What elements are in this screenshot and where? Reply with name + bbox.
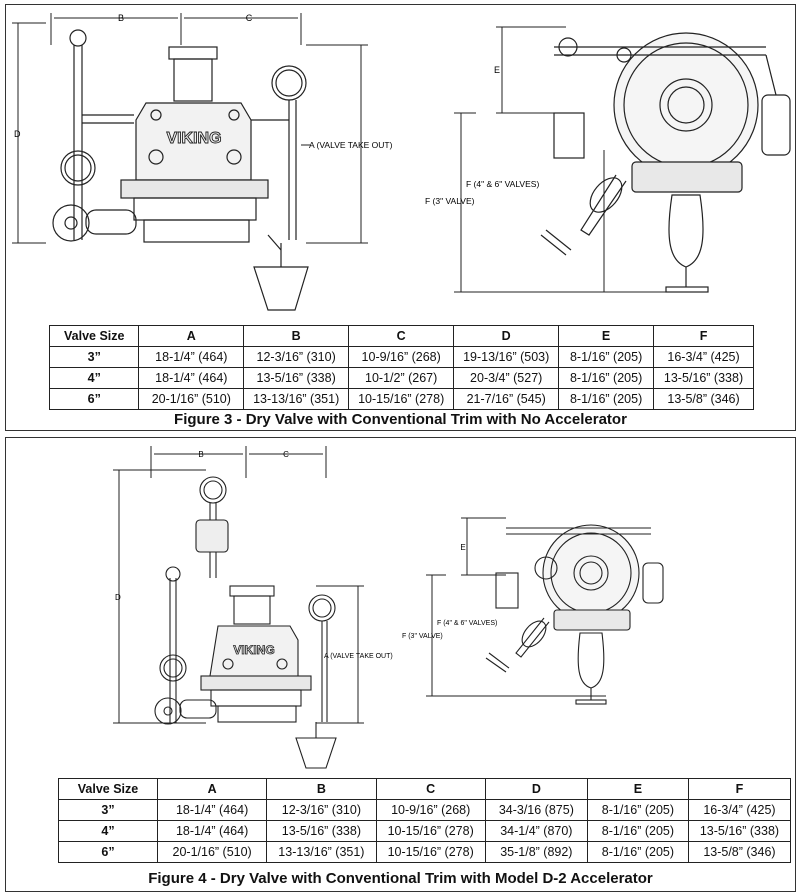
header-b: B xyxy=(243,325,350,347)
cell-size: 4” xyxy=(48,367,140,389)
dim-c-label: C xyxy=(246,13,253,23)
cell-size: 4” xyxy=(58,820,158,842)
cell-c: 10-1/2” (267) xyxy=(348,367,455,389)
cell-f: 16-3/4” (425) xyxy=(687,799,792,821)
cell-c: 10-15/16” (278) xyxy=(348,388,455,410)
cell-d: 34-1/4” (870) xyxy=(484,820,588,842)
cell-f: 13-5/16” (338) xyxy=(687,820,792,842)
dim-f1-label: F (4" & 6" VALVES) xyxy=(466,179,539,189)
header-c: C xyxy=(348,325,455,347)
figure-4-table: Valve Size A B C D E F 3” 18-1/4” (464) … xyxy=(58,778,792,863)
dim-b-label: B xyxy=(118,13,124,23)
table-header-row: Valve Size A B C D E F xyxy=(48,325,754,347)
cell-a: 20-1/16” (510) xyxy=(138,388,245,410)
valve-front-view xyxy=(154,476,337,769)
header-valve-size: Valve Size xyxy=(48,325,140,347)
valve-side-view xyxy=(540,32,791,293)
header-valve-size: Valve Size xyxy=(58,778,158,800)
table-row: 6” 20-1/16” (510) 13-13/16” (351) 10-15/… xyxy=(48,388,754,410)
dim-b-label: B xyxy=(198,450,203,459)
dim-e-label: E xyxy=(494,65,500,75)
cell-b: 13-13/16” (351) xyxy=(243,388,350,410)
cell-b: 12-3/16” (310) xyxy=(243,346,350,368)
figure-3-panel: B C D A (VALVE TAKE OUT) xyxy=(5,4,796,431)
cell-d: 35-1/8” (892) xyxy=(484,841,588,863)
table-row: 3” 18-1/4” (464) 12-3/16” (310) 10-9/16”… xyxy=(58,799,792,821)
figure-3-table: Valve Size A B C D E F 3” 18-1/4” (464) … xyxy=(48,325,754,410)
viking-logo: VIKING xyxy=(166,130,221,147)
cell-e: 8-1/16” (205) xyxy=(558,346,655,368)
dim-c-label: C xyxy=(283,450,289,459)
cell-e: 8-1/16” (205) xyxy=(558,388,655,410)
dim-a-label: A (VALVE TAKE OUT) xyxy=(324,653,393,660)
dim-f1-label: F (4" & 6" VALVES) xyxy=(437,620,497,627)
table-row: 4” 18-1/4” (464) 13-5/16” (338) 10-1/2” … xyxy=(48,367,754,389)
figure-3-drawing: B C D A (VALVE TAKE OUT) xyxy=(12,13,791,311)
header-e: E xyxy=(586,778,689,800)
figure-4-drawing: B C D A (VALVE TAKE OUT) xyxy=(113,446,664,769)
cell-b: 13-5/16” (338) xyxy=(243,367,350,389)
valve-side-view xyxy=(485,524,664,705)
header-a: A xyxy=(156,778,268,800)
table-row: 6” 20-1/16” (510) 13-13/16” (351) 10-15/… xyxy=(58,841,792,863)
cell-f: 13-5/8” (346) xyxy=(653,388,754,410)
cell-c: 10-15/16” (278) xyxy=(375,820,486,842)
dim-f2-label: F (3" VALVE) xyxy=(425,196,475,206)
cell-size: 6” xyxy=(48,388,140,410)
dim-f2-label: F (3" VALVE) xyxy=(402,633,443,640)
cell-b: 12-3/16” (310) xyxy=(266,799,377,821)
cell-f: 13-5/8” (346) xyxy=(687,841,792,863)
header-f: F xyxy=(653,325,754,347)
dim-e-label: E xyxy=(460,543,465,552)
figure-4-caption: Figure 4 - Dry Valve with Conventional T… xyxy=(148,870,653,887)
cell-a: 18-1/4” (464) xyxy=(156,820,268,842)
valve-front-view xyxy=(52,29,309,311)
cell-c: 10-15/16” (278) xyxy=(375,841,486,863)
viking-logo: VIKING xyxy=(233,643,274,657)
header-d: D xyxy=(484,778,588,800)
header-e: E xyxy=(558,325,655,347)
cell-e: 8-1/16” (205) xyxy=(558,367,655,389)
table-header-row: Valve Size A B C D E F xyxy=(58,778,792,800)
cell-c: 10-9/16” (268) xyxy=(348,346,455,368)
cell-a: 18-1/4” (464) xyxy=(138,346,245,368)
cell-size: 6” xyxy=(58,841,158,863)
cell-size: 3” xyxy=(48,346,140,368)
dim-a-label: A (VALVE TAKE OUT) xyxy=(309,140,393,150)
cell-d: 21-7/16” (545) xyxy=(453,388,560,410)
cell-e: 8-1/16” (205) xyxy=(586,841,689,863)
cell-d: 19-13/16” (503) xyxy=(453,346,560,368)
cell-b: 13-13/16” (351) xyxy=(266,841,377,863)
table-row: 3” 18-1/4” (464) 12-3/16” (310) 10-9/16”… xyxy=(48,346,754,368)
header-b: B xyxy=(266,778,377,800)
figure-3-caption: Figure 3 - Dry Valve with Conventional T… xyxy=(174,411,627,428)
cell-c: 10-9/16” (268) xyxy=(375,799,486,821)
header-a: A xyxy=(138,325,245,347)
dim-d-label: D xyxy=(115,593,121,602)
cell-size: 3” xyxy=(58,799,158,821)
cell-a: 18-1/4” (464) xyxy=(156,799,268,821)
header-c: C xyxy=(375,778,486,800)
cell-b: 13-5/16” (338) xyxy=(266,820,377,842)
cell-a: 20-1/16” (510) xyxy=(156,841,268,863)
cell-f: 13-5/16” (338) xyxy=(653,367,754,389)
cell-d: 20-3/4” (527) xyxy=(453,367,560,389)
dim-d-label: D xyxy=(14,129,21,139)
cell-e: 8-1/16” (205) xyxy=(586,799,689,821)
header-d: D xyxy=(453,325,560,347)
header-f: F xyxy=(687,778,792,800)
cell-f: 16-3/4” (425) xyxy=(653,346,754,368)
figure-4-panel: B C D A (VALVE TAKE OUT) xyxy=(5,437,796,892)
cell-e: 8-1/16” (205) xyxy=(586,820,689,842)
cell-a: 18-1/4” (464) xyxy=(138,367,245,389)
table-row: 4” 18-1/4” (464) 13-5/16” (338) 10-15/16… xyxy=(58,820,792,842)
cell-d: 34-3/16 (875) xyxy=(484,799,588,821)
